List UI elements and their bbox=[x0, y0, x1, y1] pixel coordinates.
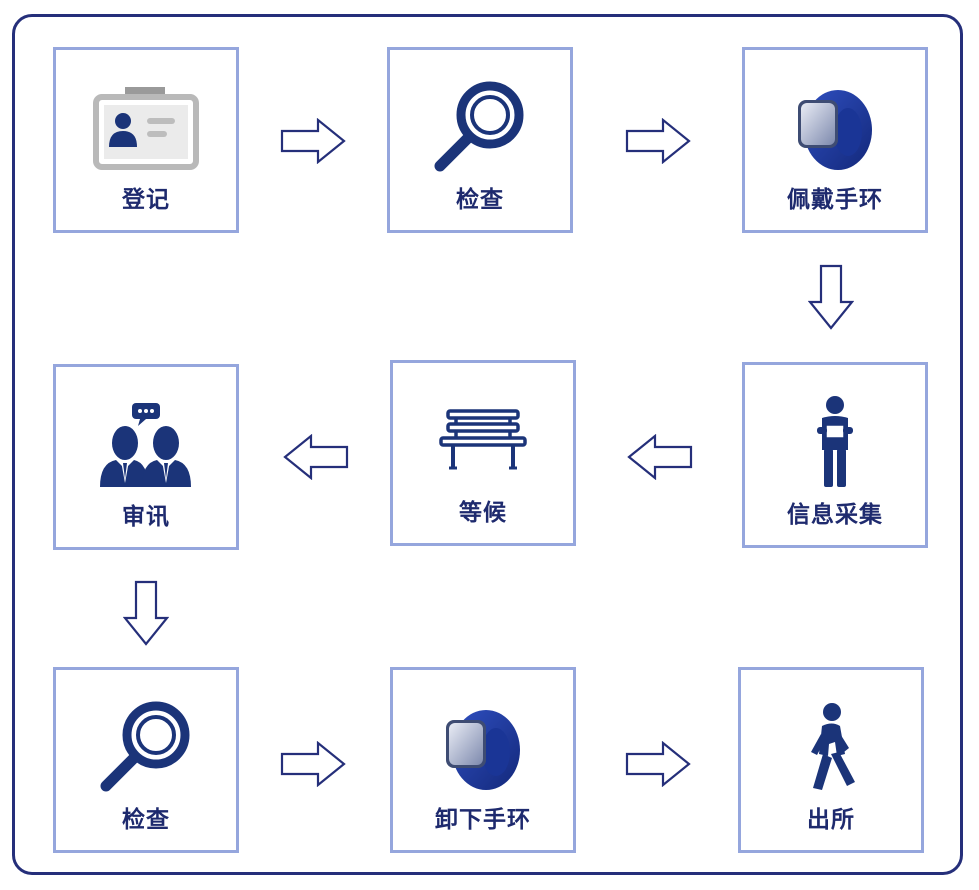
step-label: 佩戴手环 bbox=[787, 187, 883, 213]
step-label: 检查 bbox=[122, 807, 170, 833]
step-info-collection: 信息采集 bbox=[742, 362, 928, 548]
step-remove-wristband: 卸下手环 bbox=[390, 667, 576, 853]
step-inspect: 检查 bbox=[387, 47, 573, 233]
wristband-icon bbox=[393, 692, 573, 802]
id-card-icon bbox=[56, 72, 236, 182]
step-label: 信息采集 bbox=[787, 502, 883, 528]
step-exit: 出所 bbox=[738, 667, 924, 853]
step-register: 登记 bbox=[53, 47, 239, 233]
wristband-icon bbox=[745, 72, 925, 182]
step-label: 检查 bbox=[456, 187, 504, 213]
step-interrogation: 审讯 bbox=[53, 364, 239, 550]
magnifier-icon bbox=[56, 692, 236, 802]
arrow-down-icon bbox=[123, 580, 169, 646]
arrow-left-icon bbox=[283, 434, 349, 480]
magnifier-icon bbox=[390, 72, 570, 182]
step-label: 卸下手环 bbox=[435, 807, 531, 833]
two-people-talking-icon bbox=[56, 389, 236, 499]
step-label: 等候 bbox=[459, 500, 507, 526]
step-label: 审讯 bbox=[122, 504, 170, 530]
arrow-down-icon bbox=[808, 264, 854, 330]
person-holding-board-icon bbox=[745, 387, 925, 497]
bench-icon bbox=[393, 385, 573, 495]
step-waiting: 等候 bbox=[390, 360, 576, 546]
arrow-right-icon bbox=[280, 118, 346, 164]
arrow-left-icon bbox=[627, 434, 693, 480]
arrow-right-icon bbox=[625, 741, 691, 787]
step-wear-wristband: 佩戴手环 bbox=[742, 47, 928, 233]
walking-person-icon bbox=[741, 692, 921, 802]
step-label: 登记 bbox=[122, 187, 170, 213]
flow-frame bbox=[12, 14, 963, 875]
arrow-right-icon bbox=[280, 741, 346, 787]
step-inspect-2: 检查 bbox=[53, 667, 239, 853]
step-label: 出所 bbox=[807, 807, 855, 833]
arrow-right-icon bbox=[625, 118, 691, 164]
